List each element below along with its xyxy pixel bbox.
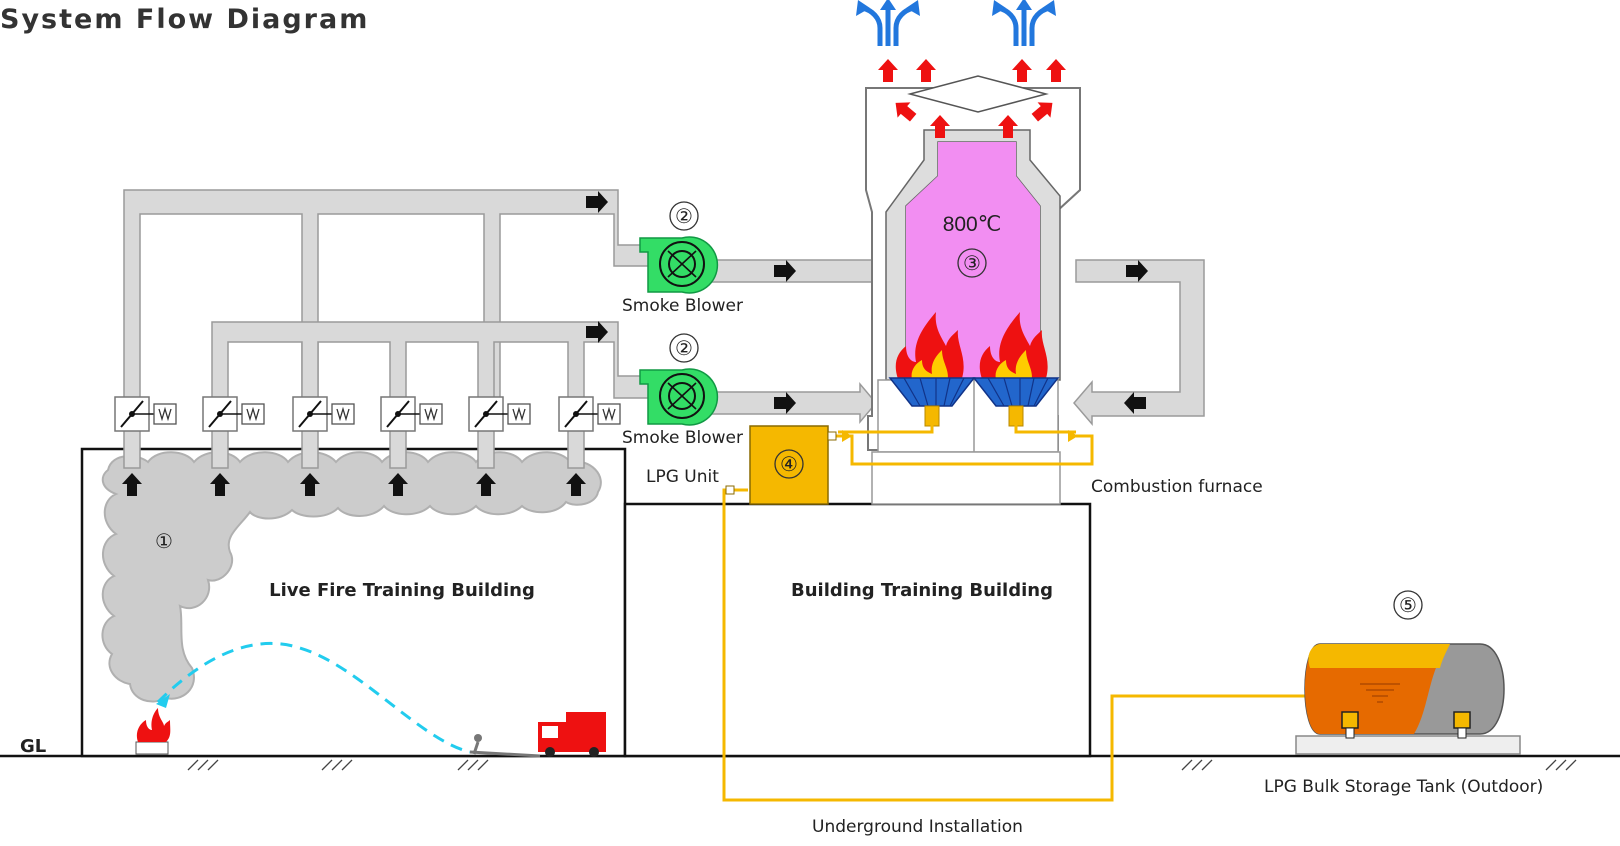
damper-3 <box>292 396 355 432</box>
damper-5 <box>468 396 531 432</box>
combustion-furnace-label: Combustion furnace <box>1091 477 1263 497</box>
lpg-tank-label: LPG Bulk Storage Tank (Outdoor) <box>1264 777 1543 797</box>
underground-label: Underground Installation <box>812 817 1023 837</box>
water-jet <box>156 641 471 754</box>
damper-1 <box>114 396 177 432</box>
marker-2a: ② <box>675 204 693 228</box>
smoke-blower-2-label: Smoke Blower <box>622 428 743 448</box>
damper-4 <box>380 396 443 432</box>
marker-2b: ② <box>675 336 693 360</box>
marker-circle <box>669 333 699 363</box>
lpg-unit-label: LPG Unit <box>646 467 719 487</box>
ground-hatching <box>187 759 1577 771</box>
live-fire-building-label: Live Fire Training Building <box>269 580 535 601</box>
marker-circle <box>669 201 699 231</box>
lpg-unit <box>749 425 829 505</box>
marker-circle <box>774 449 804 479</box>
smoke-cloud <box>101 451 602 703</box>
exhaust-arrow-icon <box>992 0 1056 46</box>
smoke-blower-2 <box>639 368 719 426</box>
water-jet-arrow-icon <box>156 694 170 708</box>
heat-arrow-icon <box>916 59 936 82</box>
gl-label: GL <box>20 736 46 757</box>
page-title: System Flow Diagram <box>0 4 370 35</box>
fire-truck-icon <box>538 712 606 757</box>
damper-6 <box>558 396 621 432</box>
building-training-label: Building Training Building <box>791 580 1053 601</box>
smoke-blower-1-label: Smoke Blower <box>622 296 743 316</box>
damper-2 <box>202 396 265 432</box>
exhaust-arrow-icon <box>856 0 920 46</box>
lpg-bulk-storage-tank <box>1295 643 1521 755</box>
building-training-building <box>623 502 1092 758</box>
combustion-furnace <box>865 75 1081 505</box>
pipe-arrow-icon <box>1068 430 1078 442</box>
fire-pan <box>135 708 171 755</box>
marker-circle <box>1393 590 1423 620</box>
marker-4: ④ <box>780 452 798 476</box>
marker-circle <box>957 248 987 278</box>
smoke-blower-1 <box>639 236 719 294</box>
heat-arrow-icon <box>1046 59 1066 82</box>
duct-recirculation <box>1073 259 1205 427</box>
temperature-label: 800℃ <box>943 213 1002 236</box>
lpg-unit-port <box>827 431 837 441</box>
marker-1: ① <box>155 529 173 553</box>
firefighter-icon <box>469 734 541 758</box>
marker-3: ③ <box>963 251 981 275</box>
pipe-arrow-icon <box>842 430 852 442</box>
heat-arrow-icon <box>878 59 898 82</box>
heat-arrow-icon <box>1012 59 1032 82</box>
marker-5: ⑤ <box>1399 593 1417 617</box>
lpg-unit-port <box>725 485 735 495</box>
